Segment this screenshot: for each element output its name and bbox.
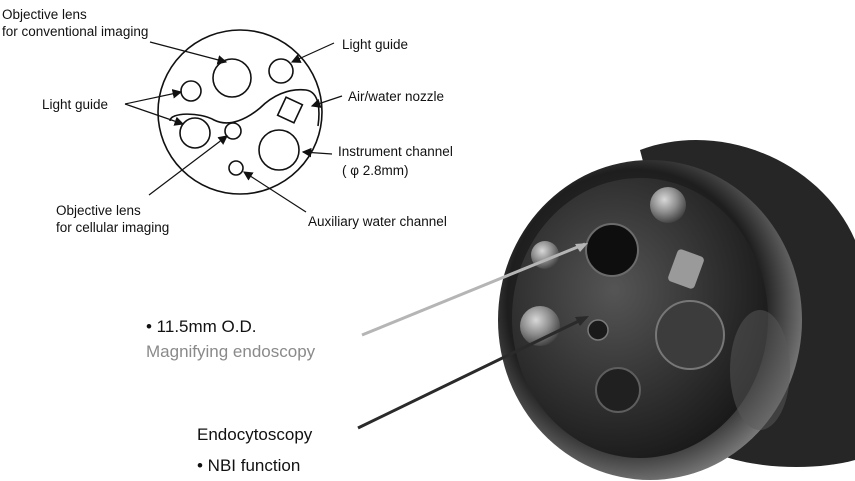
label-objective-cellular-1: Objective lens xyxy=(56,203,141,218)
annotation-endocytoscopy: Endocytoscopy xyxy=(197,425,313,444)
photo-light-guide-top xyxy=(650,187,686,223)
label-instrument-channel-2: ( φ 2.8mm) xyxy=(342,163,409,178)
annotation-nbi: • NBI function xyxy=(197,456,300,475)
light-guide-top-shape xyxy=(269,59,293,83)
internal-partition xyxy=(170,90,319,126)
annotation-outer-diameter: • 11.5mm O.D. xyxy=(146,317,257,336)
label-instrument-channel-1: Instrument channel xyxy=(338,144,453,159)
label-objective-conventional-2: for conventional imaging xyxy=(2,24,148,39)
instrument-channel-shape xyxy=(259,130,299,170)
label-auxiliary-water-channel: Auxiliary water channel xyxy=(308,214,447,229)
objective-lens-cellular-shape xyxy=(225,123,241,139)
objective-lens-conventional-shape xyxy=(213,59,251,97)
photo-instrument-channel xyxy=(656,301,724,369)
label-objective-conventional-1: Objective lens xyxy=(2,7,87,22)
light-guide-left-shape xyxy=(181,81,201,101)
label-objective-cellular-2: for cellular imaging xyxy=(56,220,169,235)
photo-highlight xyxy=(730,310,790,430)
schematic-labels: Objective lens for conventional imaging … xyxy=(2,7,453,235)
light-guide-lower-shape xyxy=(180,118,210,148)
air-water-nozzle-shape xyxy=(278,97,303,123)
endoscope-photo xyxy=(498,140,855,480)
photo-annotations: • 11.5mm O.D. Magnifying endoscopy Endoc… xyxy=(146,317,316,475)
auxiliary-water-channel-shape xyxy=(229,161,243,175)
label-light-guide-left: Light guide xyxy=(42,97,108,112)
label-air-water-nozzle: Air/water nozzle xyxy=(348,89,444,104)
label-light-guide-top: Light guide xyxy=(342,37,408,52)
annotation-magnifying: Magnifying endoscopy xyxy=(146,342,316,361)
photo-auxiliary-water-channel xyxy=(596,368,640,412)
photo-objective-conventional xyxy=(586,224,638,276)
photo-objective-cellular xyxy=(588,320,608,340)
